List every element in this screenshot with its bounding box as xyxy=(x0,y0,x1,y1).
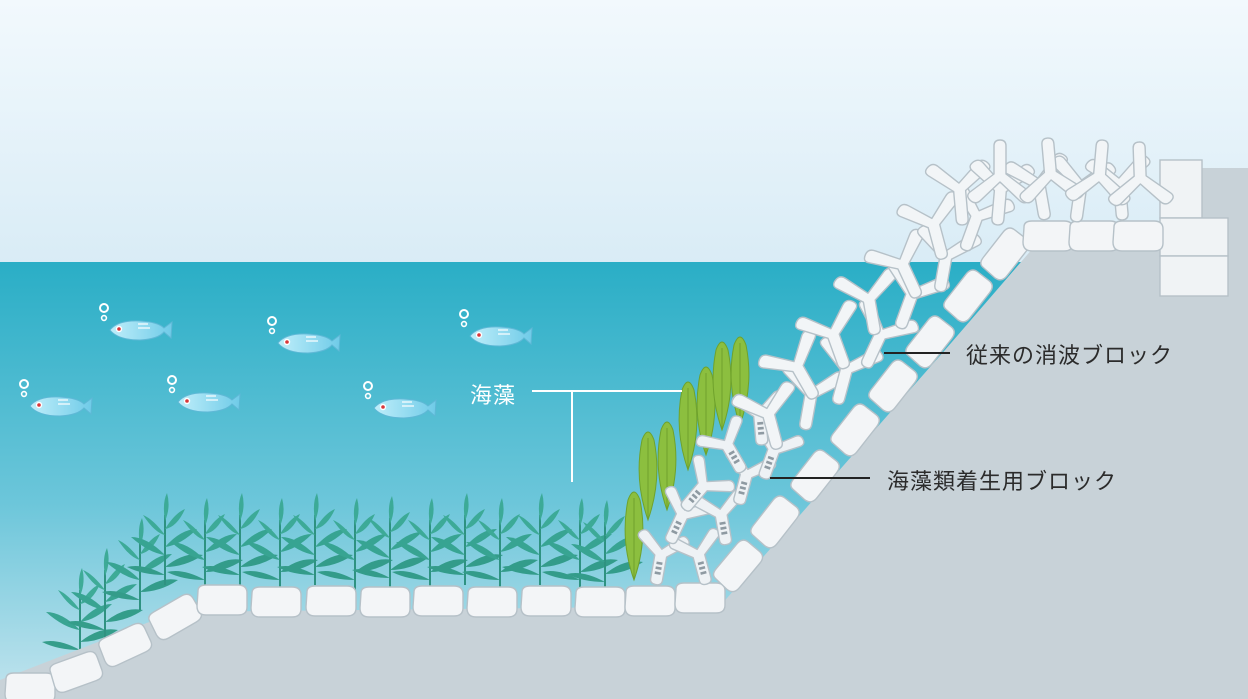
seaweed-label: 海藻 xyxy=(470,383,517,408)
conventional-block-label: 従来の消波ブロック xyxy=(966,343,1174,368)
seaweed-block-label: 海藻類着生用ブロック xyxy=(887,469,1118,494)
leader-line-seaweed xyxy=(532,390,682,482)
embankment-ground xyxy=(0,168,1248,699)
